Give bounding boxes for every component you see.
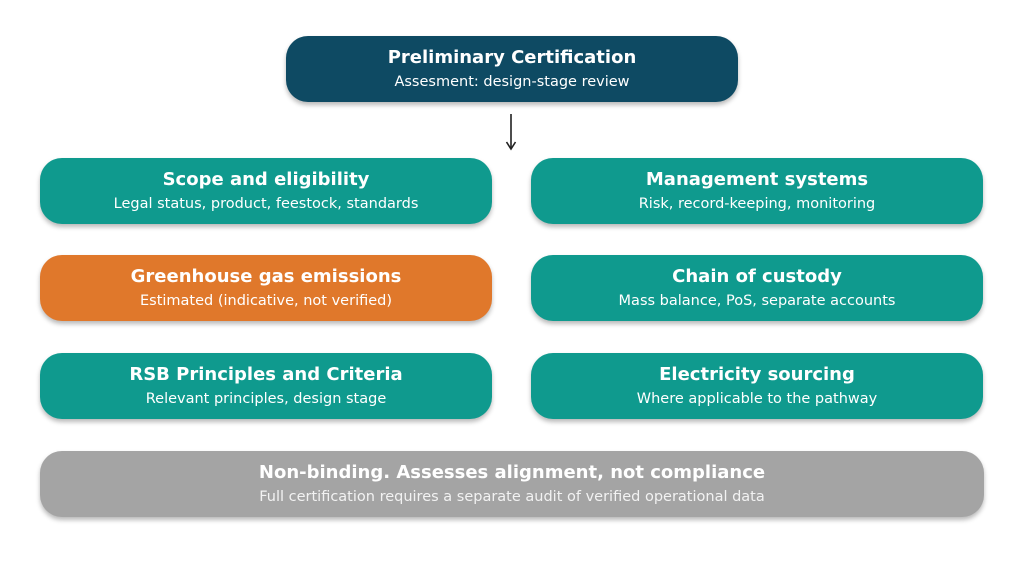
rsb-principles-subtitle: Relevant principles, design stage: [145, 390, 387, 407]
chain-of-custody-title: Chain of custody: [672, 265, 842, 287]
chain-of-custody-subtitle: Mass balance, PoS, separate accounts: [618, 292, 896, 309]
electricity-sourcing-box: Electricity sourcing Where applicable to…: [531, 353, 983, 419]
preliminary-certification-title: Preliminary Certification: [387, 46, 637, 68]
scope-eligibility-title: Scope and eligibility: [162, 168, 370, 190]
management-systems-title: Management systems: [645, 168, 869, 190]
chain-of-custody-box: Chain of custody Mass balance, PoS, sepa…: [531, 255, 983, 321]
rsb-principles-box: RSB Principles and Criteria Relevant pri…: [40, 353, 492, 419]
greenhouse-gas-title: Greenhouse gas emissions: [130, 265, 402, 287]
electricity-sourcing-title: Electricity sourcing: [659, 363, 855, 385]
greenhouse-gas-box: Greenhouse gas emissions Estimated (indi…: [40, 255, 492, 321]
greenhouse-gas-subtitle: Estimated (indicative, not verified): [139, 292, 393, 309]
non-binding-note-box: Non-binding. Assesses alignment, not com…: [40, 451, 984, 517]
management-systems-subtitle: Risk, record-keeping, monitoring: [638, 195, 876, 212]
preliminary-certification-subtitle: Assesment: design-stage review: [394, 73, 630, 90]
scope-eligibility-box: Scope and eligibility Legal status, prod…: [40, 158, 492, 224]
preliminary-certification-box: Preliminary Certification Assesment: des…: [286, 36, 738, 102]
rsb-principles-title: RSB Principles and Criteria: [129, 363, 403, 385]
scope-eligibility-subtitle: Legal status, product, feestock, standar…: [113, 195, 419, 212]
management-systems-box: Management systems Risk, record-keeping,…: [531, 158, 983, 224]
down-arrow-icon: [505, 114, 517, 151]
non-binding-note-title: Non-binding. Assesses alignment, not com…: [258, 461, 766, 483]
electricity-sourcing-subtitle: Where applicable to the pathway: [636, 390, 878, 407]
non-binding-note-subtitle: Full certification requires a separate a…: [259, 488, 765, 505]
